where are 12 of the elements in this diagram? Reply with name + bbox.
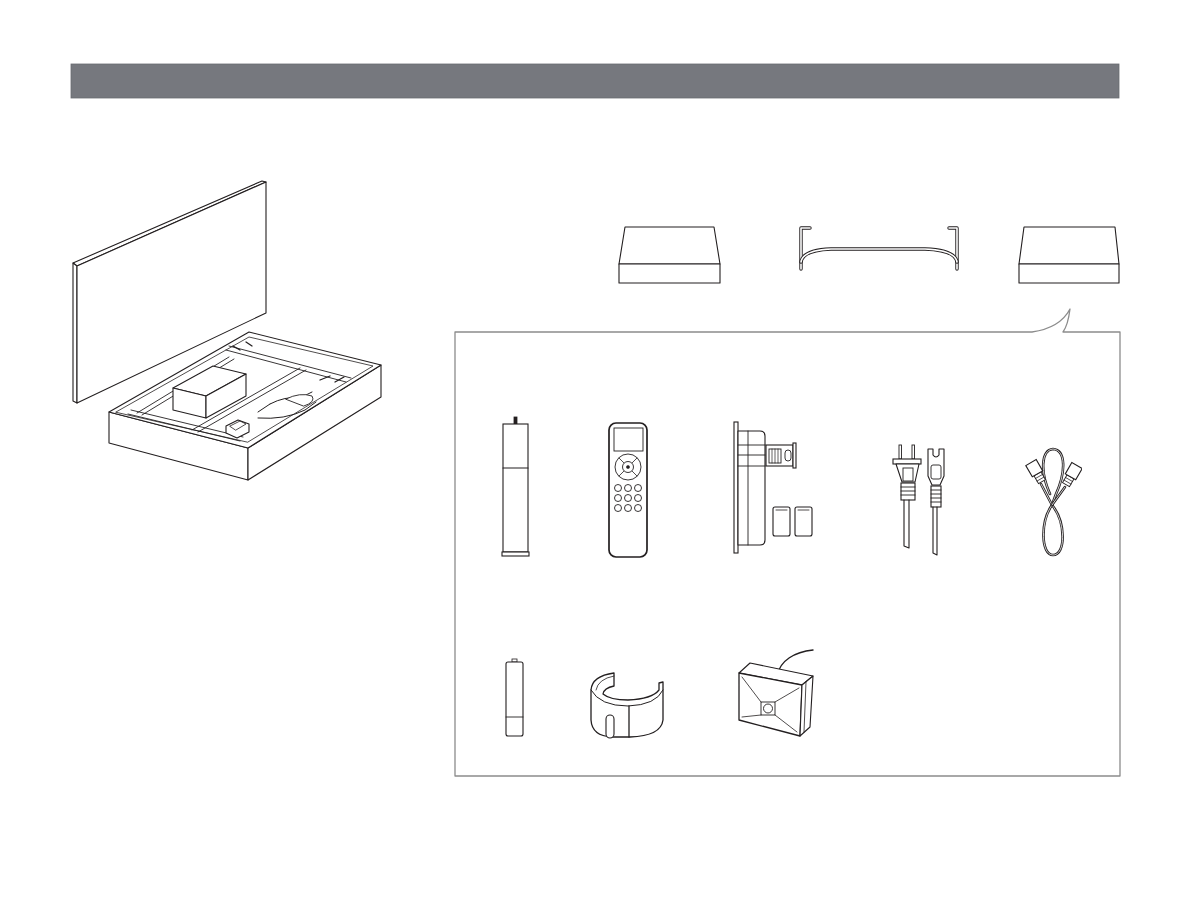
power-cord-drawing (890, 442, 947, 557)
control-box-drawing (731, 419, 815, 555)
battery-drawing (503, 656, 526, 738)
clip-drawing (588, 670, 666, 740)
callout-panel (453, 306, 1123, 778)
carton-drawing (617, 224, 722, 285)
leg-bracket-drawing (796, 224, 959, 272)
cable-drawing (1024, 445, 1082, 558)
lifting-column-drawing (500, 415, 531, 558)
carton-drawing (1016, 224, 1121, 285)
remote-control-drawing (606, 420, 650, 560)
sensor-box-drawing (736, 647, 816, 738)
